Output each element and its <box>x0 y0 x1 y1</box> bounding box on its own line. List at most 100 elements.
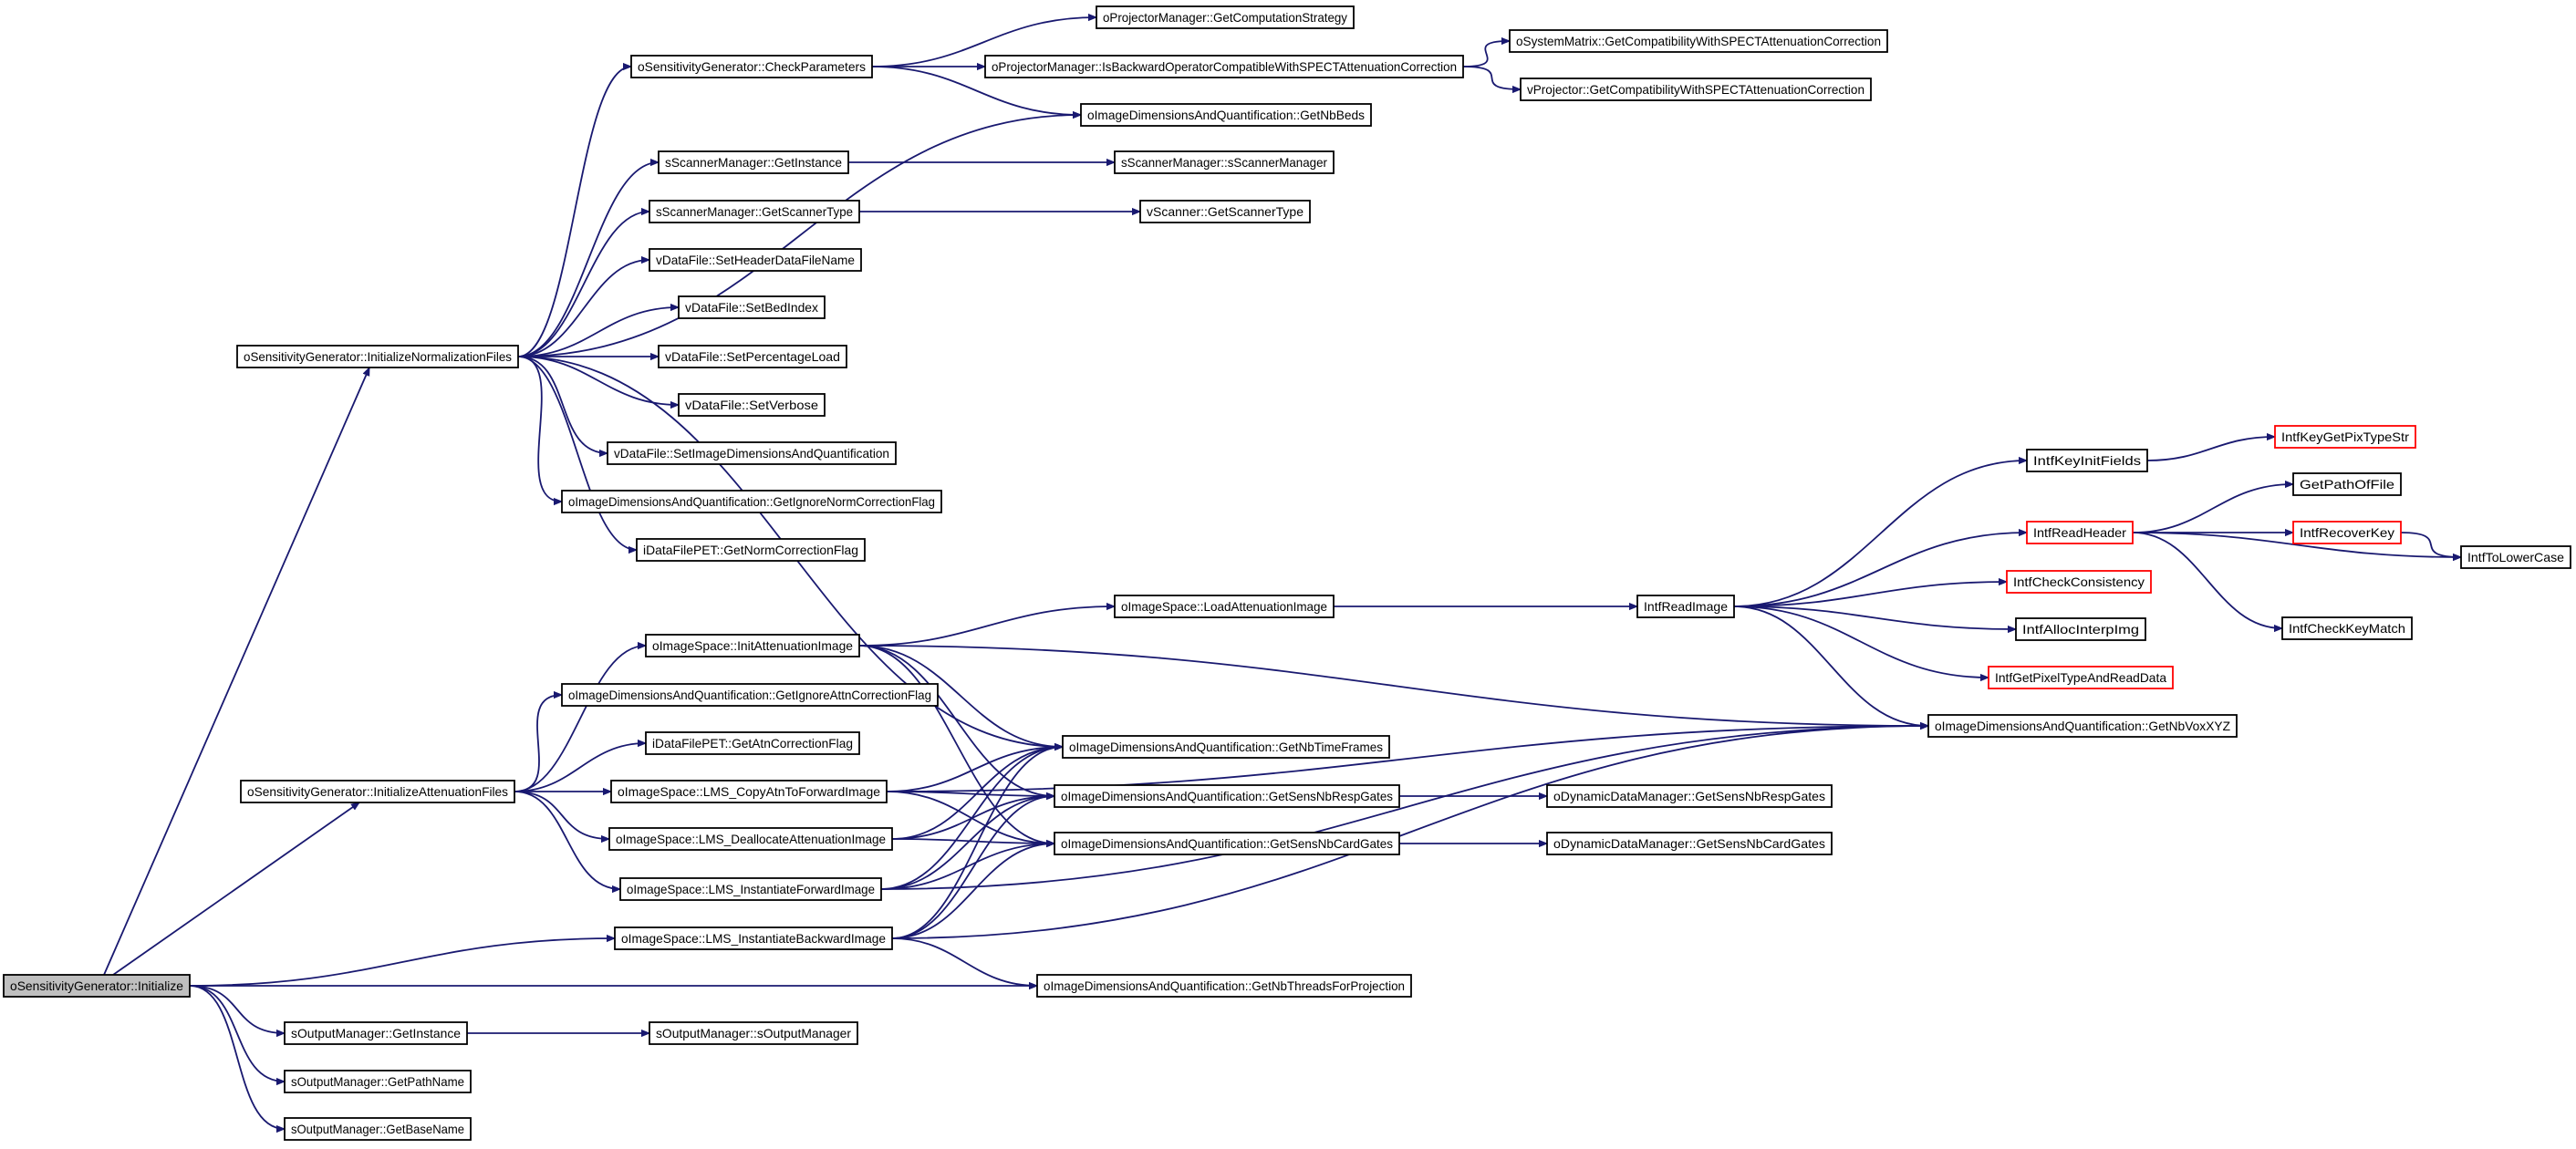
node-n2[interactable]: oSensitivityGenerator::InitializeAttenua… <box>240 780 515 803</box>
node-label: oImageSpace::LMS_InstantiateForwardImage <box>627 882 875 896</box>
node-n24[interactable]: sScannerManager::sScannerManager <box>1114 150 1335 174</box>
node-n35[interactable]: oImageDimensionsAndQuantification::GetSe… <box>1054 832 1400 855</box>
edge-n2-n26 <box>514 646 646 792</box>
node-n45[interactable]: IntfKeyGetPixTypeStr <box>2274 425 2416 449</box>
node-n29[interactable]: oImageSpace::LMS_CopyAtnToForwardImage <box>610 780 888 803</box>
edge-n47-n49 <box>2400 532 2461 557</box>
edge-n29-n33 <box>886 726 1928 792</box>
node-n4[interactable]: oImageSpace::LMS_InstantiateBackwardImag… <box>614 926 893 950</box>
node-box <box>658 345 847 368</box>
node-box <box>2460 545 2571 569</box>
node-label: oImageDimensionsAndQuantification::GetNb… <box>1087 108 1365 122</box>
node-n46[interactable]: GetPathOfFile <box>2292 472 2402 496</box>
node-box <box>649 1021 858 1045</box>
edge-n29-n34 <box>886 791 1054 796</box>
node-box <box>1054 784 1400 808</box>
node-n13[interactable]: vDataFile::SetBedIndex <box>678 295 826 319</box>
node-box <box>1636 595 1735 618</box>
node-label: sOutputManager::GetInstance <box>291 1026 461 1040</box>
node-n42[interactable]: IntfCheckConsistency <box>2006 570 2152 594</box>
node-label: oProjectorManager::IsBackwardOperatorCom… <box>992 59 1457 74</box>
node-label: oImageSpace::InitAttenuationImage <box>652 638 853 653</box>
node-n8[interactable]: oSensitivityGenerator::CheckParameters <box>630 55 873 78</box>
edge-n2-n27 <box>514 695 562 792</box>
node-n26[interactable]: oImageSpace::InitAttenuationImage <box>645 634 860 657</box>
node-n41[interactable]: IntfReadHeader <box>2026 521 2134 544</box>
node-n1[interactable]: oSensitivityGenerator::InitializeNormali… <box>236 345 519 368</box>
edge-n0-n2 <box>112 802 359 976</box>
node-n19[interactable]: oImageDimensionsAndQuantification::GetNb… <box>1062 735 1390 759</box>
node-label: oImageDimensionsAndQuantification::GetNb… <box>1044 978 1405 993</box>
node-n48[interactable]: IntfCheckKeyMatch <box>2281 616 2413 640</box>
node-n0[interactable]: oSensitivityGenerator::Initialize <box>3 974 191 998</box>
edge-n1-n10 <box>517 162 659 357</box>
node-n47[interactable]: IntfRecoverKey <box>2292 521 2402 544</box>
edge-n1-n8 <box>517 67 632 357</box>
node-label: oImageDimensionsAndQuantification::GetNb… <box>1935 719 2230 733</box>
node-n5[interactable]: sOutputManager::GetInstance <box>284 1021 468 1045</box>
node-box <box>284 1070 472 1093</box>
node-n40[interactable]: IntfKeyInitFields <box>2026 449 2148 472</box>
node-label: oImageSpace::LMS_DeallocateAttenuationIm… <box>616 832 886 846</box>
edge-n1-n16 <box>517 356 608 453</box>
node-n28[interactable]: iDataFilePET::GetAtnCorrectionFlag <box>645 731 860 755</box>
node-n44[interactable]: IntfGetPixelTypeAndReadData <box>1988 666 2174 689</box>
edge-n31-n34 <box>880 796 1054 890</box>
node-n27[interactable]: oImageDimensionsAndQuantification::GetIg… <box>561 683 939 707</box>
node-n21[interactable]: oProjectorManager::IsBackwardOperatorCom… <box>984 55 1464 78</box>
node-n3[interactable]: oImageDimensionsAndQuantification::GetNb… <box>1036 974 1412 998</box>
edge-n36-n40 <box>1733 461 2027 607</box>
node-box <box>608 827 893 851</box>
node-n25[interactable]: vScanner::GetScannerType <box>1139 200 1311 223</box>
edge-n4-n35 <box>891 844 1054 939</box>
node-n11[interactable]: sScannerManager::GetScannerType <box>649 200 860 223</box>
node-box <box>1036 974 1412 998</box>
node-n30[interactable]: oImageSpace::LMS_DeallocateAttenuationIm… <box>608 827 893 851</box>
node-label: vProjector::GetCompatibilityWithSPECTAtt… <box>1527 82 1864 97</box>
edge-n36-n43 <box>1733 606 2016 629</box>
edge-n41-n48 <box>2132 532 2282 628</box>
node-n17[interactable]: oImageDimensionsAndQuantification::GetIg… <box>561 490 942 513</box>
node-n15[interactable]: vDataFile::SetVerbose <box>678 393 826 417</box>
node-n7[interactable]: sOutputManager::GetBaseName <box>284 1117 472 1141</box>
node-label: IntfCheckKeyMatch <box>2289 621 2405 636</box>
node-n34[interactable]: oImageDimensionsAndQuantification::GetSe… <box>1054 784 1400 808</box>
node-n20[interactable]: oProjectorManager::GetComputationStrateg… <box>1096 5 1355 29</box>
node-n49[interactable]: IntfToLowerCase <box>2460 545 2571 569</box>
node-label: oImageDimensionsAndQuantification::GetIg… <box>568 688 931 702</box>
edge-n4-n3 <box>891 937 1037 986</box>
node-box <box>561 490 942 513</box>
node-n33[interactable]: oImageDimensionsAndQuantification::GetNb… <box>1927 714 2238 738</box>
node-box <box>2026 449 2148 472</box>
node-n14[interactable]: vDataFile::SetPercentageLoad <box>658 345 847 368</box>
node-n10[interactable]: sScannerManager::GetInstance <box>658 150 849 174</box>
edge-n2-n31 <box>514 791 620 889</box>
node-n12[interactable]: vDataFile::SetHeaderDataFileName <box>649 248 862 272</box>
node-n16[interactable]: vDataFile::SetImageDimensionsAndQuantifi… <box>607 441 897 465</box>
node-box <box>1114 595 1335 618</box>
node-n43[interactable]: IntfAllocInterpImg <box>2015 617 2146 641</box>
node-label: IntfRecoverKey <box>2300 525 2394 540</box>
node-box <box>645 731 860 755</box>
node-n9[interactable]: oImageDimensionsAndQuantification::GetNb… <box>1080 103 1372 127</box>
node-label: vDataFile::SetBedIndex <box>685 300 818 315</box>
node-n6[interactable]: sOutputManager::GetPathName <box>284 1070 472 1093</box>
node-n36[interactable]: IntfReadImage <box>1636 595 1735 618</box>
node-box <box>614 926 893 950</box>
node-n31[interactable]: oImageSpace::LMS_InstantiateForwardImage <box>619 877 882 901</box>
edge-n40-n45 <box>2146 437 2275 461</box>
edges-layer <box>103 17 2461 1129</box>
edge-n36-n42 <box>1733 582 2007 607</box>
node-label: oImageSpace::LMS_InstantiateBackwardImag… <box>621 931 886 946</box>
node-n32[interactable]: oImageSpace::LoadAttenuationImage <box>1114 595 1335 618</box>
node-label: vDataFile::SetPercentageLoad <box>665 349 840 364</box>
node-n23[interactable]: vProjector::GetCompatibilityWithSPECTAtt… <box>1520 78 1872 101</box>
node-n18[interactable]: iDataFilePET::GetNormCorrectionFlag <box>636 538 866 562</box>
node-label: sOutputManager::GetPathName <box>291 1074 464 1089</box>
node-n22[interactable]: oSystemMatrix::GetCompatibilityWithSPECT… <box>1509 29 1888 53</box>
node-n37[interactable]: oDynamicDataManager::GetSensNbRespGates <box>1546 784 1833 808</box>
node-n38[interactable]: oDynamicDataManager::GetSensNbCardGates <box>1546 832 1833 855</box>
edge-n26-n32 <box>858 606 1115 647</box>
node-n39[interactable]: sOutputManager::sOutputManager <box>649 1021 858 1045</box>
node-box <box>1080 103 1372 127</box>
